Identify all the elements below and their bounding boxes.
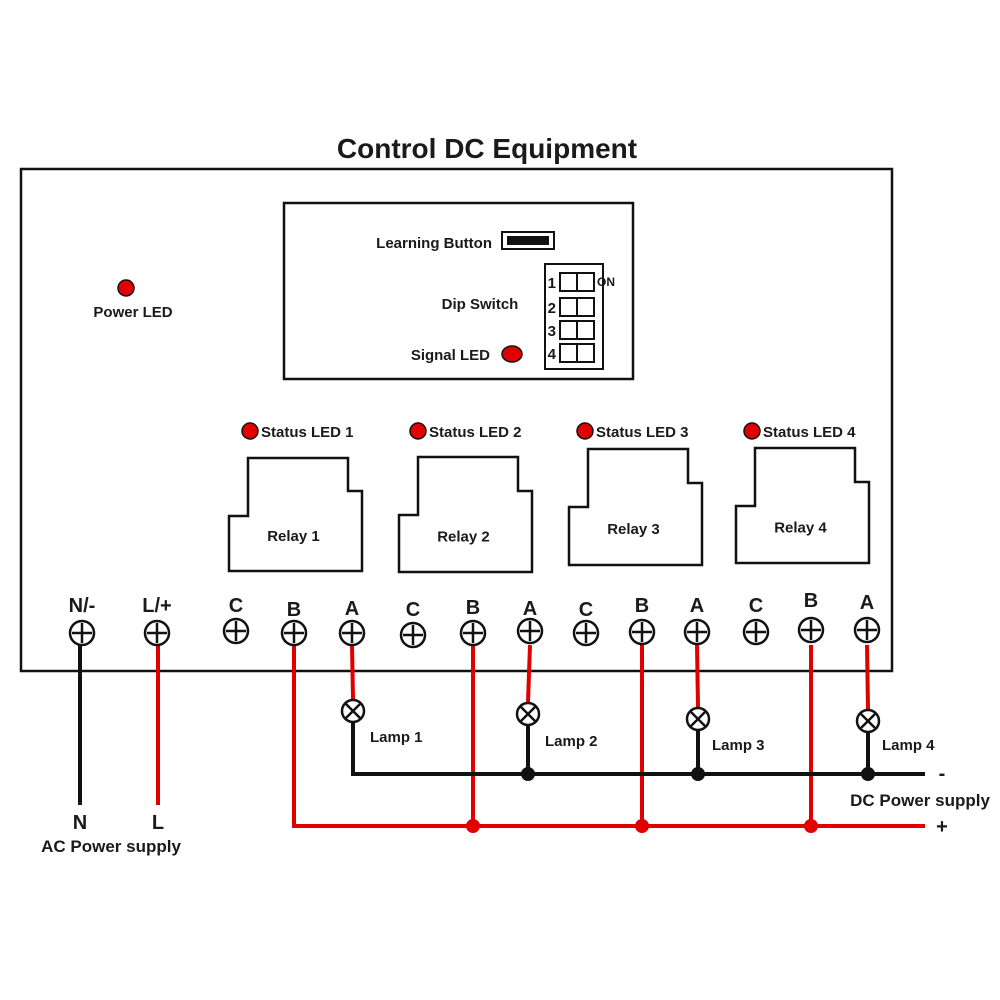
ac-power-supply-label: AC Power supply <box>41 837 181 856</box>
power-led <box>117 279 135 297</box>
dip-switch-label: Dip Switch <box>442 296 519 313</box>
dc-minus-label: - <box>939 763 946 785</box>
signal-led-label: Signal LED <box>411 347 490 364</box>
dip-switch-toggle[interactable] <box>559 297 595 317</box>
dip-switch-number: 1 <box>548 275 556 292</box>
lamp-positive-wire <box>865 644 870 710</box>
positive-junction <box>804 819 818 833</box>
terminal-screw <box>742 618 770 646</box>
terminal-screw <box>516 617 544 645</box>
controller-box <box>19 167 894 673</box>
status-led-label: Status LED 1 <box>261 424 354 441</box>
dc-plus-label: + <box>936 816 948 838</box>
learning-button[interactable] <box>501 231 555 250</box>
terminal-screw <box>628 618 656 646</box>
negative-junction <box>861 767 875 781</box>
lamp-label: Lamp 3 <box>712 737 765 754</box>
lamp-positive-wire <box>350 644 355 700</box>
terminal-screw <box>143 619 171 647</box>
relay-module <box>397 455 534 574</box>
relay-label: Relay 4 <box>774 520 827 537</box>
terminal-screw <box>572 619 600 647</box>
negative-junction <box>521 767 535 781</box>
lamp-label: Lamp 1 <box>370 729 423 746</box>
terminal-label: C <box>229 595 243 617</box>
lamp-icon <box>855 708 881 734</box>
dc-power-supply-label: DC Power supply <box>850 791 990 810</box>
status-led-label: Status LED 4 <box>763 424 856 441</box>
terminal-label: B <box>635 595 649 617</box>
status-led <box>576 422 594 440</box>
terminal-screw <box>222 617 250 645</box>
diagram-title: Control DC Equipment <box>337 133 637 164</box>
terminal-label: L/+ <box>142 595 171 617</box>
status-led <box>743 422 761 440</box>
terminal-label: A <box>690 595 704 617</box>
terminal-label: B <box>804 590 818 612</box>
relay-module <box>567 447 704 567</box>
status-led <box>241 422 259 440</box>
positive-junction <box>466 819 480 833</box>
terminal-label: A <box>345 598 359 620</box>
relay-label: Relay 3 <box>607 521 660 538</box>
status-led-label: Status LED 2 <box>429 424 522 441</box>
terminal-screw <box>280 619 308 647</box>
terminal-screw <box>853 616 881 644</box>
dip-switch-on-label: ON <box>597 275 615 289</box>
lamp-label: Lamp 4 <box>882 737 935 754</box>
relay-label: Relay 2 <box>437 529 490 546</box>
terminal-label: A <box>523 598 537 620</box>
relay-label: Relay 1 <box>267 528 320 545</box>
terminal-label: B <box>287 599 301 621</box>
lamp-icon <box>685 706 711 732</box>
learning-button-label: Learning Button <box>376 235 492 252</box>
terminal-screw <box>459 619 487 647</box>
terminal-screw <box>338 619 366 647</box>
negative-junction <box>691 767 705 781</box>
dip-switch-number: 2 <box>548 300 556 317</box>
lamp-positive-wire <box>695 644 700 708</box>
lamp-positive-wire <box>526 644 532 703</box>
terminal-screw <box>683 618 711 646</box>
dip-switch-number: 3 <box>548 323 556 340</box>
terminal-label: C <box>749 595 763 617</box>
relay-module <box>227 456 364 573</box>
terminal-label: B <box>466 597 480 619</box>
terminal-screw <box>68 619 96 647</box>
dip-switch-toggle[interactable] <box>559 343 595 363</box>
lamp-icon <box>515 701 541 727</box>
signal-led <box>501 345 523 363</box>
terminal-label: C <box>406 599 420 621</box>
relay-module <box>734 446 871 565</box>
positive-junction <box>635 819 649 833</box>
dip-switch-toggle[interactable] <box>559 320 595 340</box>
terminal-label: A <box>860 592 874 614</box>
dip-switch-number: 4 <box>548 346 557 363</box>
dip-switch-toggle[interactable] <box>559 272 595 292</box>
terminal-label: C <box>579 599 593 621</box>
terminal-screw <box>399 621 427 649</box>
terminal-screw <box>797 616 825 644</box>
ac-neutral-label: N <box>73 812 87 834</box>
power-led-label: Power LED <box>93 304 172 321</box>
lamp-label: Lamp 2 <box>545 733 598 750</box>
terminal-label: N/- <box>69 595 96 617</box>
lamp-icon <box>340 698 366 724</box>
ac-line-label: L <box>152 812 164 834</box>
control-panel <box>282 201 635 381</box>
status-led <box>409 422 427 440</box>
status-led-label: Status LED 3 <box>596 424 689 441</box>
